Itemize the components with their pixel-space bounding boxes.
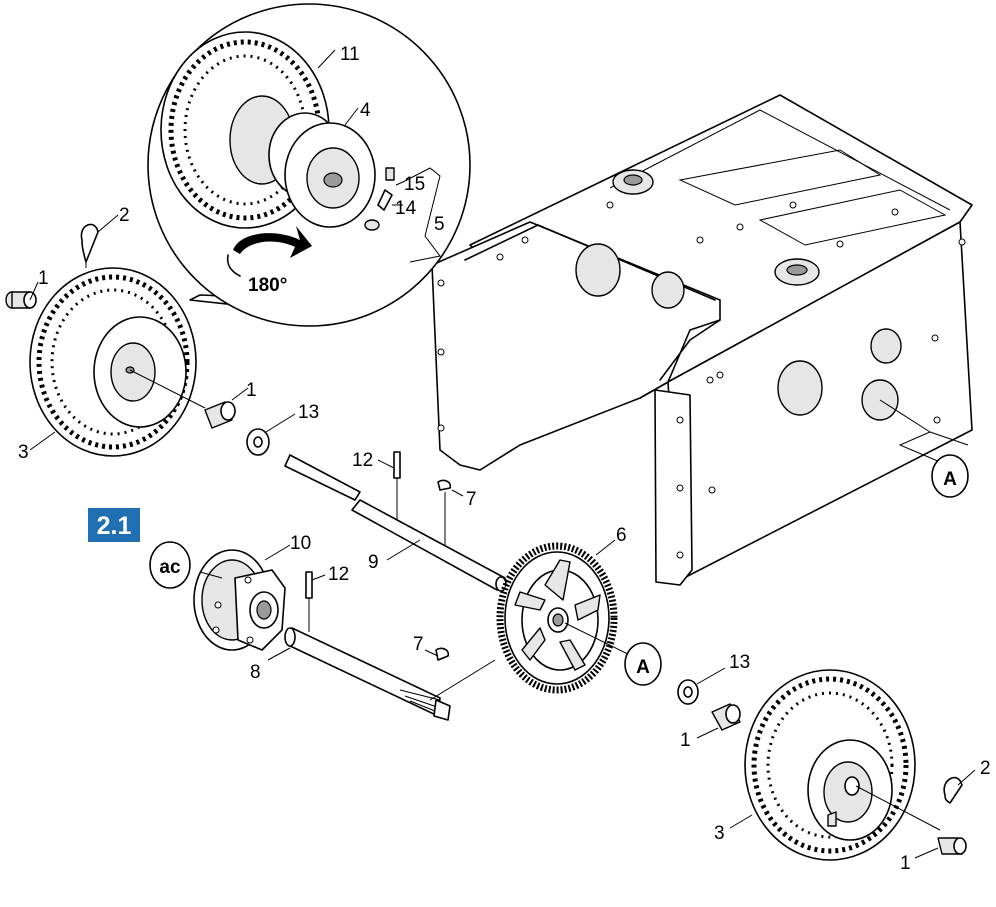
clip-pin-bottom	[943, 776, 963, 804]
part-label-8: 8	[250, 662, 261, 683]
part-label-1-bottom: 1	[900, 853, 911, 874]
part-label-4: 4	[360, 100, 371, 121]
part-label-7-bottom: 7	[413, 634, 424, 655]
part-label-1-bottom-mid: 1	[680, 730, 691, 751]
bushing-bottom-mid	[711, 703, 741, 731]
right-wheel	[744, 669, 941, 861]
part-label-12-top: 12	[352, 450, 373, 471]
rotation-label: 180°	[248, 275, 287, 296]
part-label-13-bottom: 13	[729, 652, 750, 673]
part-label-11: 11	[340, 44, 360, 65]
part-label-6: 6	[616, 525, 627, 546]
section-badge	[88, 508, 140, 542]
left-wheel	[29, 267, 206, 457]
part-label-12-bottom: 12	[328, 564, 349, 585]
drive-gear	[496, 542, 641, 694]
symbol-a-bottom: A	[636, 657, 650, 678]
part-label-5: 5	[434, 214, 445, 235]
detail-inset	[147, 3, 471, 327]
symbol-a-top-circle	[931, 454, 969, 498]
bearing-flange-10	[193, 549, 286, 651]
drive-shaft-8	[284, 571, 496, 721]
part-label-3-bottom: 3	[714, 823, 725, 844]
part-label-2-top: 2	[119, 205, 130, 226]
symbol-ac: ac	[159, 557, 181, 578]
section-badge-label: 2.1	[97, 512, 132, 540]
bushing-bottom	[937, 837, 967, 855]
part-label-13-top: 13	[298, 402, 319, 423]
part-label-7-top: 7	[466, 489, 477, 510]
bushing-top-left	[5, 291, 37, 309]
part-label-1-top: 1	[38, 268, 49, 289]
part-label-1-mid: 1	[246, 380, 257, 401]
part-callouts: 11 4 15 14 5 2 1 3 1 13 12 7 9 10 12 6 7…	[18, 44, 991, 874]
part-label-9: 9	[368, 552, 379, 573]
clip-pin-top	[80, 223, 99, 268]
symbol-a-top: A	[943, 469, 957, 490]
leader-lines	[29, 49, 976, 859]
symbol-a-bottom-circle	[624, 642, 662, 686]
housing-frame	[431, 94, 973, 586]
bushing-mid	[204, 401, 236, 429]
symbol-ac-circle	[149, 541, 191, 589]
part-label-10: 10	[290, 533, 311, 554]
part-label-14: 14	[395, 198, 417, 219]
part-label-3-top: 3	[18, 442, 29, 463]
part-label-2-bottom: 2	[980, 758, 991, 779]
axle-shaft-9	[284, 451, 507, 592]
part-label-15: 15	[404, 174, 425, 195]
